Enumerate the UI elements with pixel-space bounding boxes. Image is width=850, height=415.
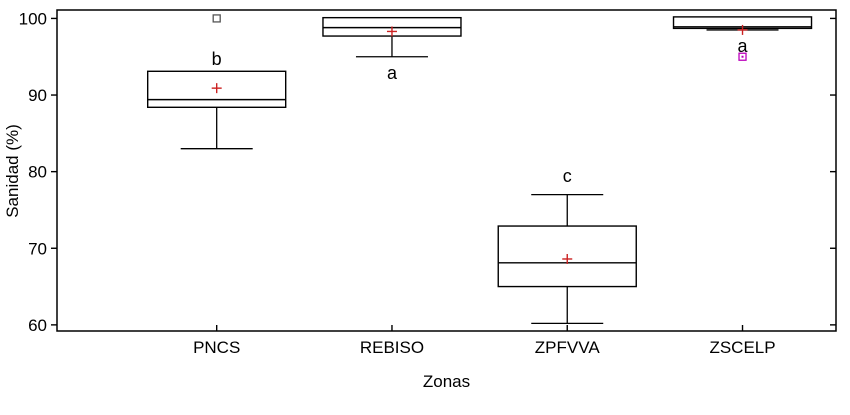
category-label: PNCS bbox=[193, 338, 240, 357]
y-tick-label: 90 bbox=[28, 86, 47, 105]
category-label: REBISO bbox=[360, 338, 424, 357]
y-tick-label: 70 bbox=[28, 239, 47, 258]
y-tick-label: 60 bbox=[28, 316, 47, 335]
x-axis-title: Zonas bbox=[422, 372, 471, 391]
category-label: ZSCELP bbox=[709, 338, 775, 357]
category-label: ZPFVVA bbox=[535, 338, 601, 357]
y-tick-label: 80 bbox=[28, 163, 47, 182]
group-label: c bbox=[563, 166, 572, 186]
group-label: a bbox=[738, 36, 749, 56]
outlier-dot bbox=[741, 55, 744, 58]
outlier-point bbox=[212, 14, 221, 23]
y-tick-label: 100 bbox=[19, 9, 47, 28]
group-label: a bbox=[387, 63, 398, 83]
plot-frame bbox=[56, 9, 837, 332]
outlier-point bbox=[738, 52, 747, 61]
group-label: b bbox=[212, 49, 222, 69]
